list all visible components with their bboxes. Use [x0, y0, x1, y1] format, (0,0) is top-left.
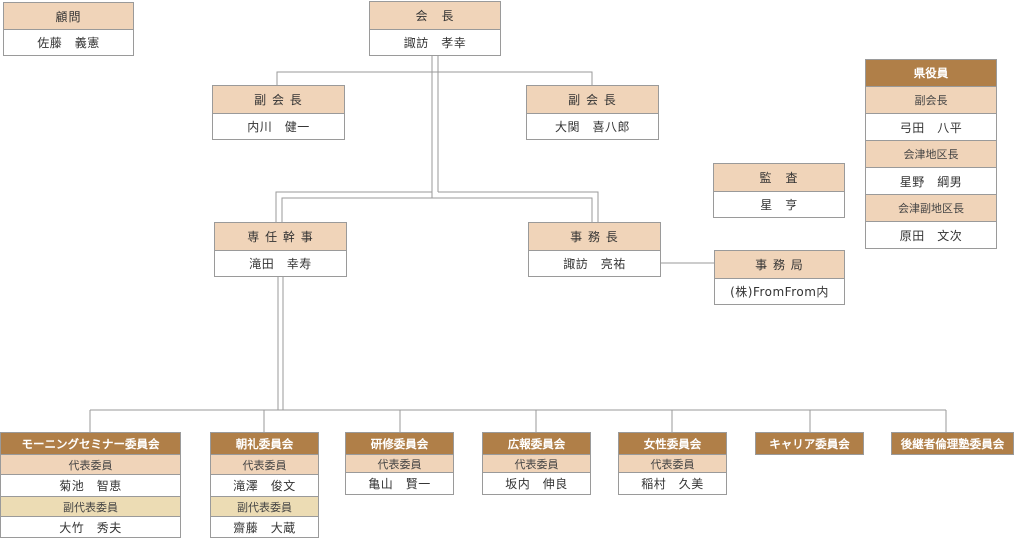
committee-morning-seminar: モーニングセミナー委員会 代表委員 菊池 智恵 副代表委員 大竹 秀夫 [0, 432, 181, 538]
prefecture-name: 星野 綱男 [866, 168, 996, 195]
committee-rep-name: 亀山 賢一 [346, 473, 453, 494]
auditor-name: 星 亨 [714, 192, 844, 217]
secretary-general-title: 事 務 長 [529, 223, 660, 251]
prefecture-role: 副会長 [866, 87, 996, 114]
committee-rep-name: 菊池 智恵 [1, 475, 180, 497]
committee-kenshu: 研修委員会 代表委員 亀山 賢一 [345, 432, 454, 495]
vp-right-name: 大関 喜八郎 [527, 114, 658, 139]
connector-committees-bus [89, 409, 947, 432]
committee-koukeisha: 後継者倫理塾委員会 [891, 432, 1014, 455]
committee-title: 研修委員会 [346, 433, 453, 455]
committee-rep-label: 代表委員 [619, 455, 726, 473]
committee-title: 女性委員会 [619, 433, 726, 455]
prefecture-role: 会津副地区長 [866, 195, 996, 222]
auditor-title: 監 査 [714, 164, 844, 192]
committee-vice-label: 副代表委員 [1, 497, 180, 517]
secretary-general-box: 事 務 長 諏訪 亮祐 [528, 222, 661, 277]
prefecture-officers-box: 県役員 副会長 弓田 八平 会津地区長 星野 綱男 会津副地区長 原田 文次 [865, 59, 997, 249]
advisor-title: 顧問 [4, 3, 133, 30]
secretariat-title: 事 務 局 [715, 251, 844, 279]
committee-rep-label: 代表委員 [483, 455, 590, 473]
secretariat-box: 事 務 局 (株)FromFrom内 [714, 250, 845, 305]
connector-secretary-general [432, 191, 599, 222]
committee-rep-label: 代表委員 [1, 455, 180, 475]
committee-rep-name: 滝澤 俊文 [211, 475, 318, 497]
committee-title: 広報委員会 [483, 433, 590, 455]
advisor-box: 顧問 佐藤 義憲 [3, 2, 134, 56]
committee-title: 後継者倫理塾委員会 [892, 433, 1013, 454]
committee-rep-label: 代表委員 [346, 455, 453, 473]
vp-left-title: 副 会 長 [213, 86, 344, 114]
committee-vice-name: 齋藤 大蔵 [211, 517, 318, 537]
managing-director-title: 専 任 幹 事 [215, 223, 346, 251]
committee-rep-name: 稲村 久美 [619, 473, 726, 494]
committee-title: 朝礼委員会 [211, 433, 318, 455]
prefecture-name: 原田 文次 [866, 222, 996, 248]
committee-vice-label: 副代表委員 [211, 497, 318, 517]
committee-title: モーニングセミナー委員会 [1, 433, 180, 455]
committee-vice-name: 大竹 秀夫 [1, 517, 180, 537]
president-box: 会 長 諏訪 孝幸 [369, 1, 501, 56]
vp-left-box: 副 会 長 内川 健一 [212, 85, 345, 140]
managing-director-box: 専 任 幹 事 滝田 幸寿 [214, 222, 347, 277]
secretary-general-name: 諏訪 亮祐 [529, 251, 660, 276]
secretariat-name: (株)FromFrom内 [715, 279, 844, 304]
committee-josei: 女性委員会 代表委員 稲村 久美 [618, 432, 727, 495]
connector-president-vp [276, 71, 593, 85]
connector-managing-director [275, 191, 438, 222]
committee-asarei: 朝礼委員会 代表委員 滝澤 俊文 副代表委員 齋藤 大蔵 [210, 432, 319, 538]
committee-rep-name: 坂内 伸良 [483, 473, 590, 494]
vp-right-title: 副 会 長 [527, 86, 658, 114]
president-title: 会 長 [370, 2, 500, 30]
managing-director-name: 滝田 幸寿 [215, 251, 346, 276]
committee-career: キャリア委員会 [755, 432, 864, 455]
vp-right-box: 副 会 長 大関 喜八郎 [526, 85, 659, 140]
committee-title: キャリア委員会 [756, 433, 863, 454]
prefecture-name: 弓田 八平 [866, 114, 996, 141]
prefecture-role: 会津地区長 [866, 141, 996, 168]
auditor-box: 監 査 星 亨 [713, 163, 845, 218]
connector-trunk [431, 56, 439, 192]
connector-committees-trunk [277, 277, 284, 410]
president-name: 諏訪 孝幸 [370, 30, 500, 55]
prefecture-officers-title: 県役員 [866, 60, 996, 87]
committee-rep-label: 代表委員 [211, 455, 318, 475]
advisor-name: 佐藤 義憲 [4, 30, 133, 55]
vp-left-name: 内川 健一 [213, 114, 344, 139]
committee-koho: 広報委員会 代表委員 坂内 伸良 [482, 432, 591, 495]
